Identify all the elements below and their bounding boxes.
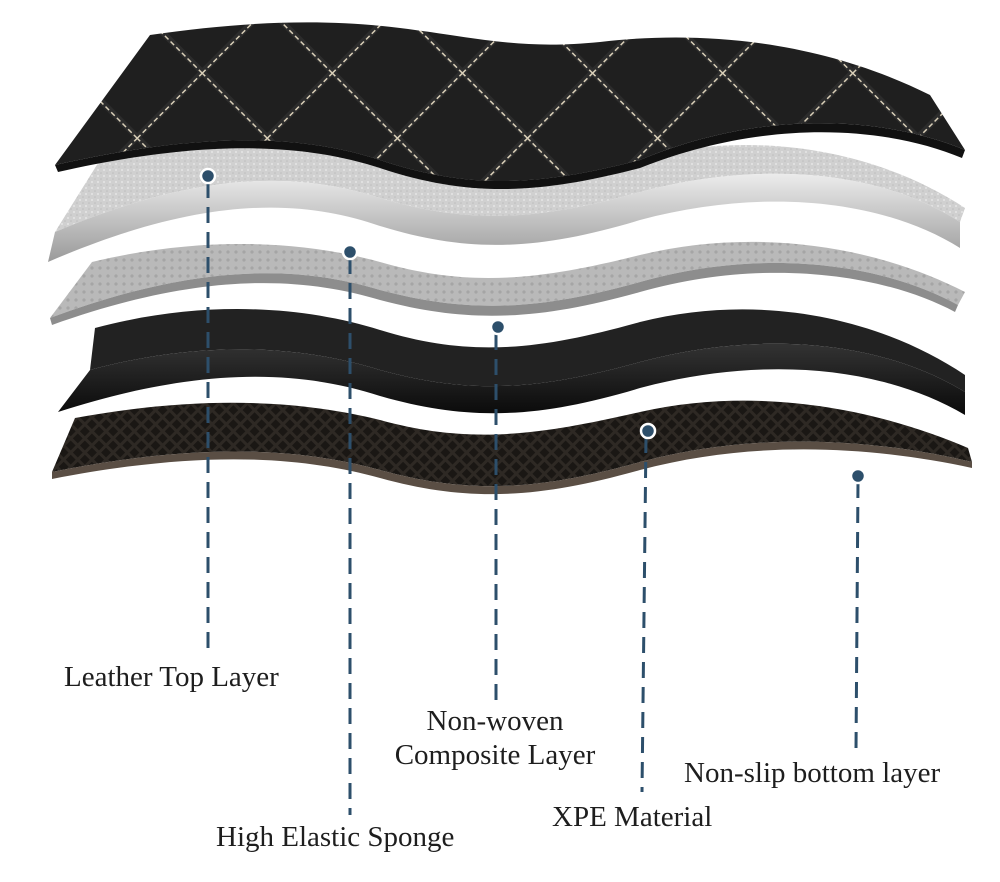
leader-leather xyxy=(199,167,217,655)
marker-dot-icon xyxy=(489,318,507,336)
label-nonslip-bottom-layer: Non-slip bottom layer xyxy=(684,757,941,789)
label-nonwoven-line1: Non-woven xyxy=(426,705,564,737)
leader-xpe xyxy=(639,422,657,793)
nonwoven-layer xyxy=(50,241,965,325)
xpe-layer xyxy=(58,309,965,415)
leader-sponge xyxy=(341,243,359,815)
label-xpe-material: XPE Material xyxy=(552,801,713,833)
label-nonwoven-composite-layer: Non-woven Composite Layer xyxy=(380,704,610,772)
marker-dot-icon xyxy=(341,243,359,261)
label-nonwoven-line2: Composite Layer xyxy=(394,739,596,771)
marker-dot-icon xyxy=(639,422,657,440)
label-leather-top-layer: Leather Top Layer xyxy=(64,661,279,693)
nonslip-layer xyxy=(52,400,972,495)
marker-dot-icon xyxy=(199,167,217,185)
leader-nonwoven xyxy=(489,318,507,700)
label-high-elastic-sponge: High Elastic Sponge xyxy=(216,821,455,853)
marker-dot-icon xyxy=(849,467,867,485)
leather-layer xyxy=(55,22,965,190)
leader-nonslip xyxy=(849,467,867,751)
